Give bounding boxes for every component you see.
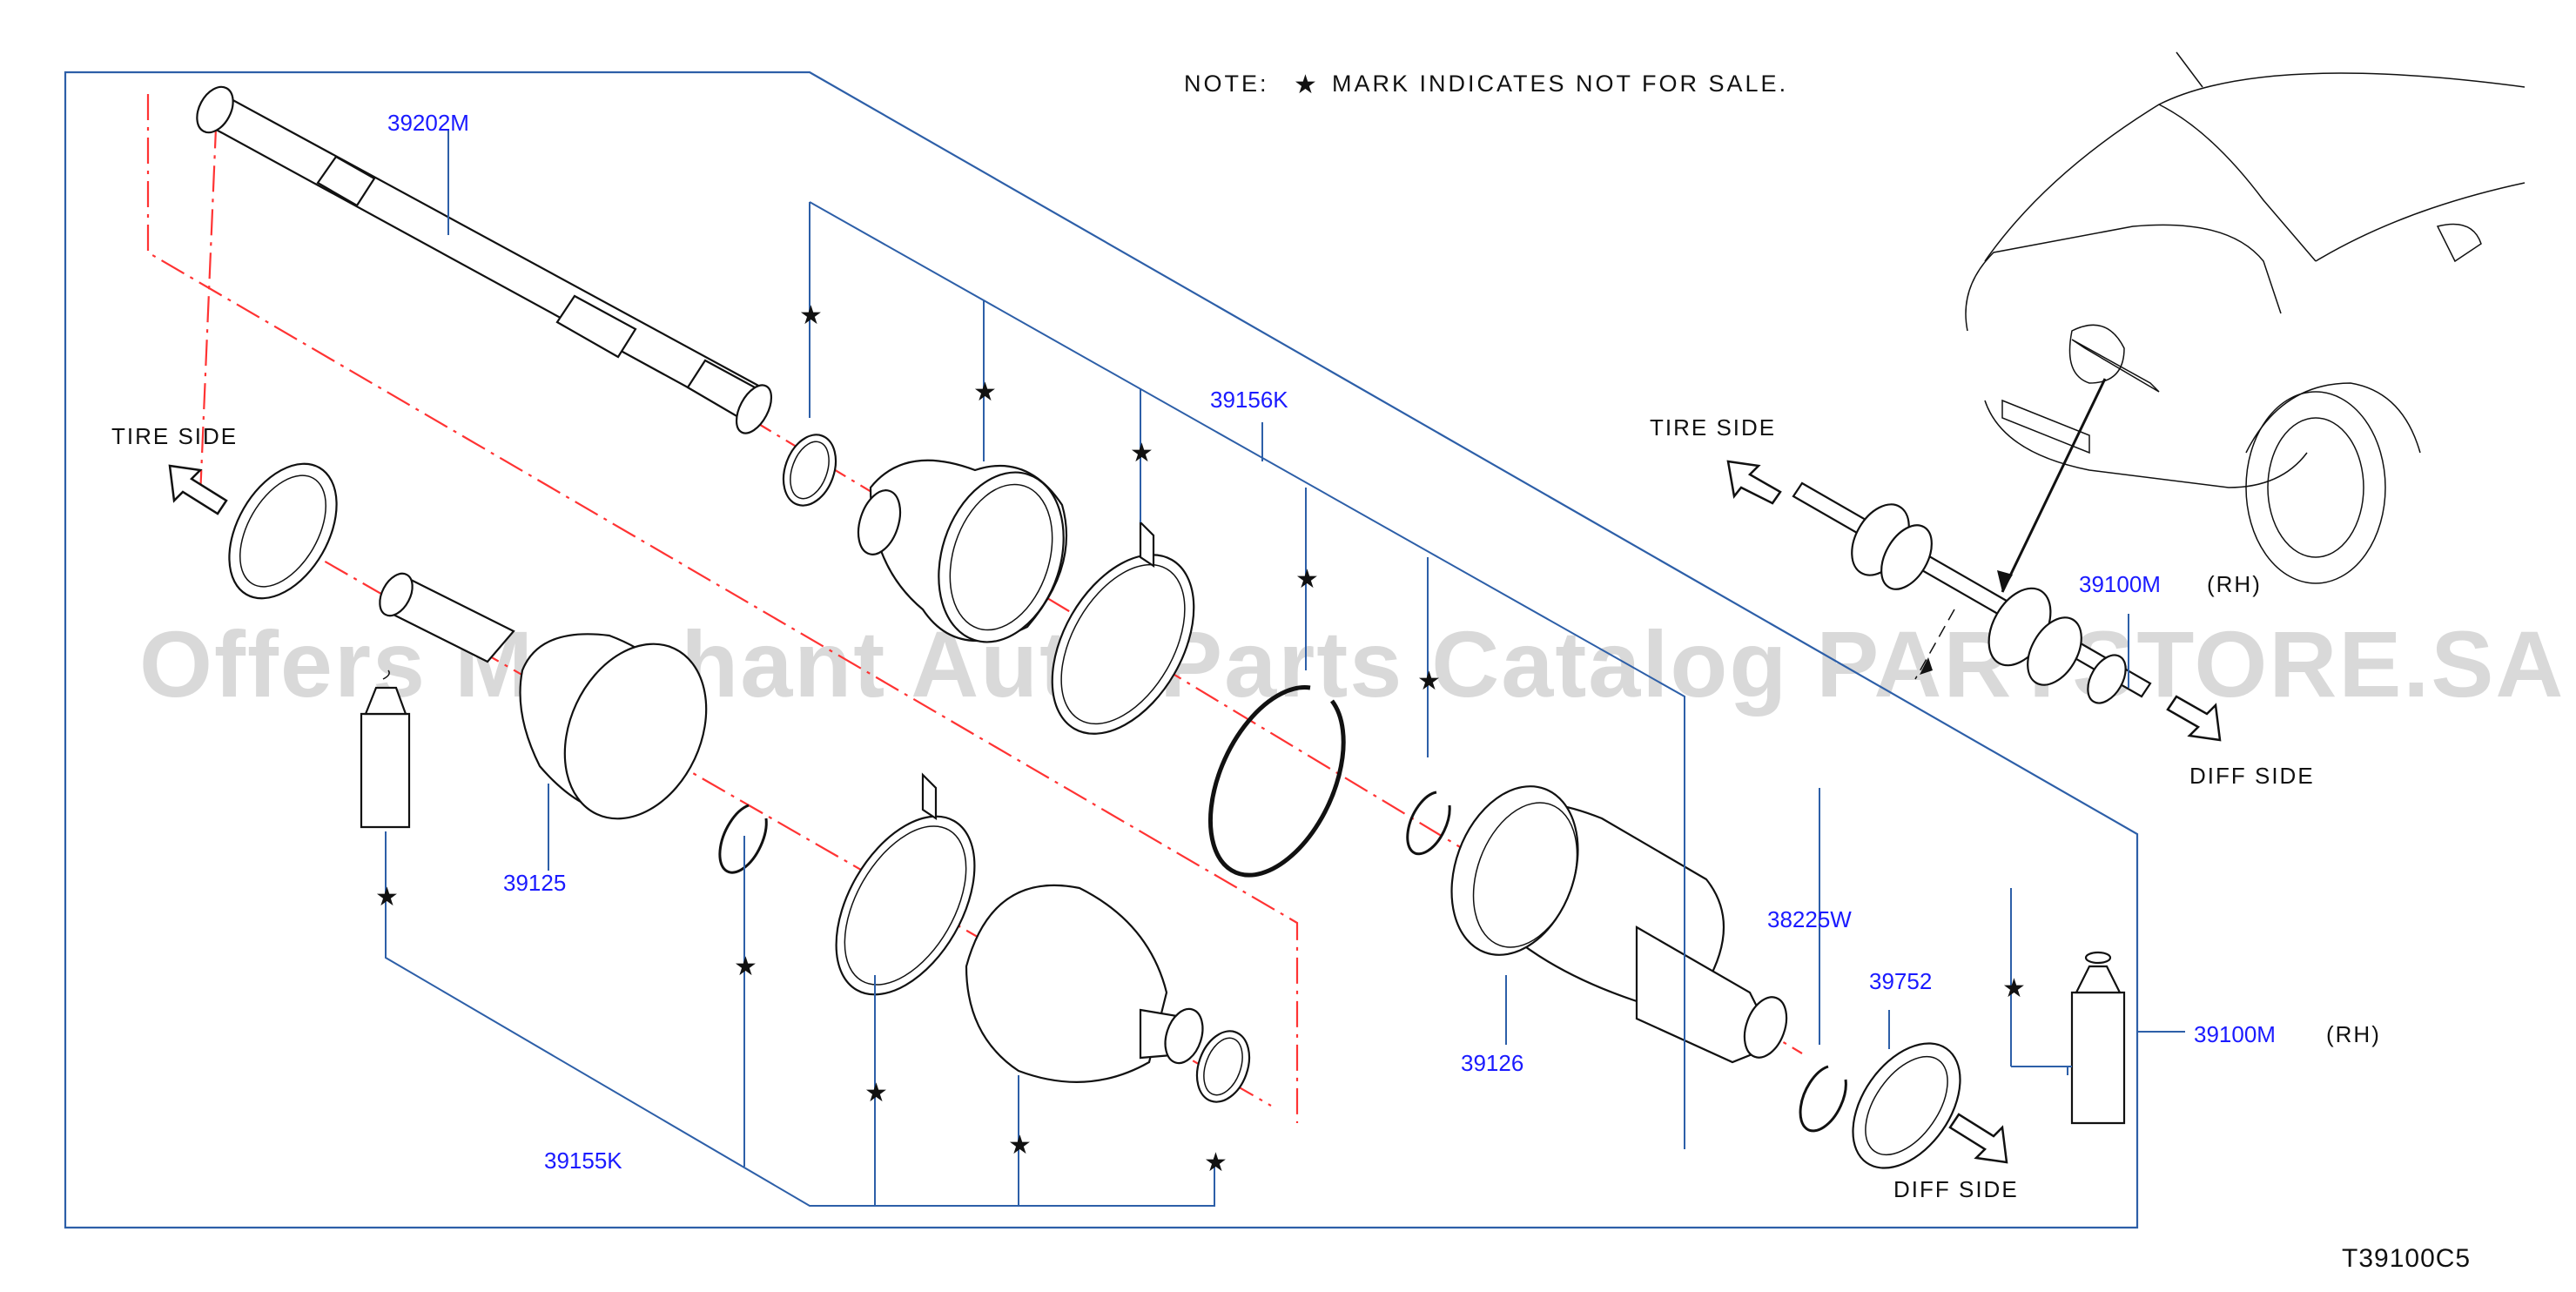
note-prefix: NOTE: <box>1184 71 1269 97</box>
band-clamp-small-lower[interactable] <box>1187 1024 1258 1109</box>
boot-lower[interactable] <box>965 884 1209 1083</box>
part-number-39752[interactable]: 39752 <box>1869 968 1932 994</box>
boot-upper[interactable] <box>851 456 1084 658</box>
star-mark: ★ <box>864 1078 888 1108</box>
star-marks: ★ ★ ★ ★ ★ ★ ★ ★ ★ ★ ★ <box>375 300 2026 1178</box>
inner-joint-housing-39126[interactable] <box>1429 769 1794 1064</box>
part-number-39100M-inset[interactable]: 39100M <box>2079 571 2161 597</box>
note-text: MARK INDICATES NOT FOR SALE. <box>1332 71 1788 97</box>
dust-seal-tire-side[interactable] <box>207 445 359 616</box>
arrow-diff-side-bottom <box>1948 1113 2008 1164</box>
part-number-39156K[interactable]: 39156K <box>1210 387 1288 413</box>
star-mark: ★ <box>799 300 823 331</box>
dust-shield-39752[interactable] <box>1831 1024 1982 1188</box>
circlip-38225W[interactable] <box>1799 1065 1847 1133</box>
vehicle-inset <box>1792 51 2526 704</box>
star-mark: ★ <box>1130 438 1153 468</box>
arrow-tire-side-left <box>168 464 228 515</box>
star-mark: ★ <box>375 882 399 912</box>
diagram-code: T39100C5 <box>2342 1244 2471 1273</box>
star-mark: ★ <box>1204 1147 1227 1178</box>
label-diff-side-right: DIFF SIDE <box>2189 763 2315 789</box>
leader-lines <box>385 131 2185 1207</box>
part-number-39155K[interactable]: 39155K <box>544 1147 622 1174</box>
outer-joint-39125[interactable] <box>373 569 734 842</box>
note-star: ★ <box>1294 70 1317 100</box>
star-mark: ★ <box>1008 1130 1032 1161</box>
star-mark: ★ <box>1295 564 1319 595</box>
star-mark: ★ <box>734 952 757 982</box>
part-number-38225W[interactable]: 38225W <box>1767 906 1852 932</box>
shaft-39202M[interactable] <box>190 81 778 439</box>
part-number-39125[interactable]: 39125 <box>503 870 566 896</box>
arrow-tire-side-right <box>1726 460 1782 505</box>
band-clamp-large-lower[interactable] <box>808 772 1004 1018</box>
band-clamp-small-upper[interactable] <box>774 427 844 513</box>
grease-tube-left[interactable] <box>360 670 411 829</box>
rh-label-frame: (RH) <box>2326 1021 2381 1047</box>
band-clamp-large-upper[interactable] <box>1023 520 1223 758</box>
circlip-lower[interactable] <box>718 804 768 874</box>
circlip-upper[interactable] <box>1207 685 1346 878</box>
grease-tube-right[interactable] <box>2070 951 2126 1125</box>
label-tire-side-right: TIRE SIDE <box>1650 414 1776 441</box>
part-number-39126[interactable]: 39126 <box>1461 1050 1523 1076</box>
part-number-39202M[interactable]: 39202M <box>387 110 469 136</box>
snap-ring[interactable] <box>1406 791 1451 856</box>
arrow-diff-side-right <box>2166 695 2222 742</box>
label-diff-side-bottom: DIFF SIDE <box>1893 1176 2019 1202</box>
star-mark: ★ <box>2002 973 2026 1004</box>
star-mark: ★ <box>1417 666 1441 696</box>
star-mark: ★ <box>973 377 997 407</box>
part-number-39100M-frame[interactable]: 39100M <box>2194 1021 2276 1047</box>
rh-label-inset: (RH) <box>2207 571 2262 597</box>
label-tire-side-left: TIRE SIDE <box>111 423 238 449</box>
